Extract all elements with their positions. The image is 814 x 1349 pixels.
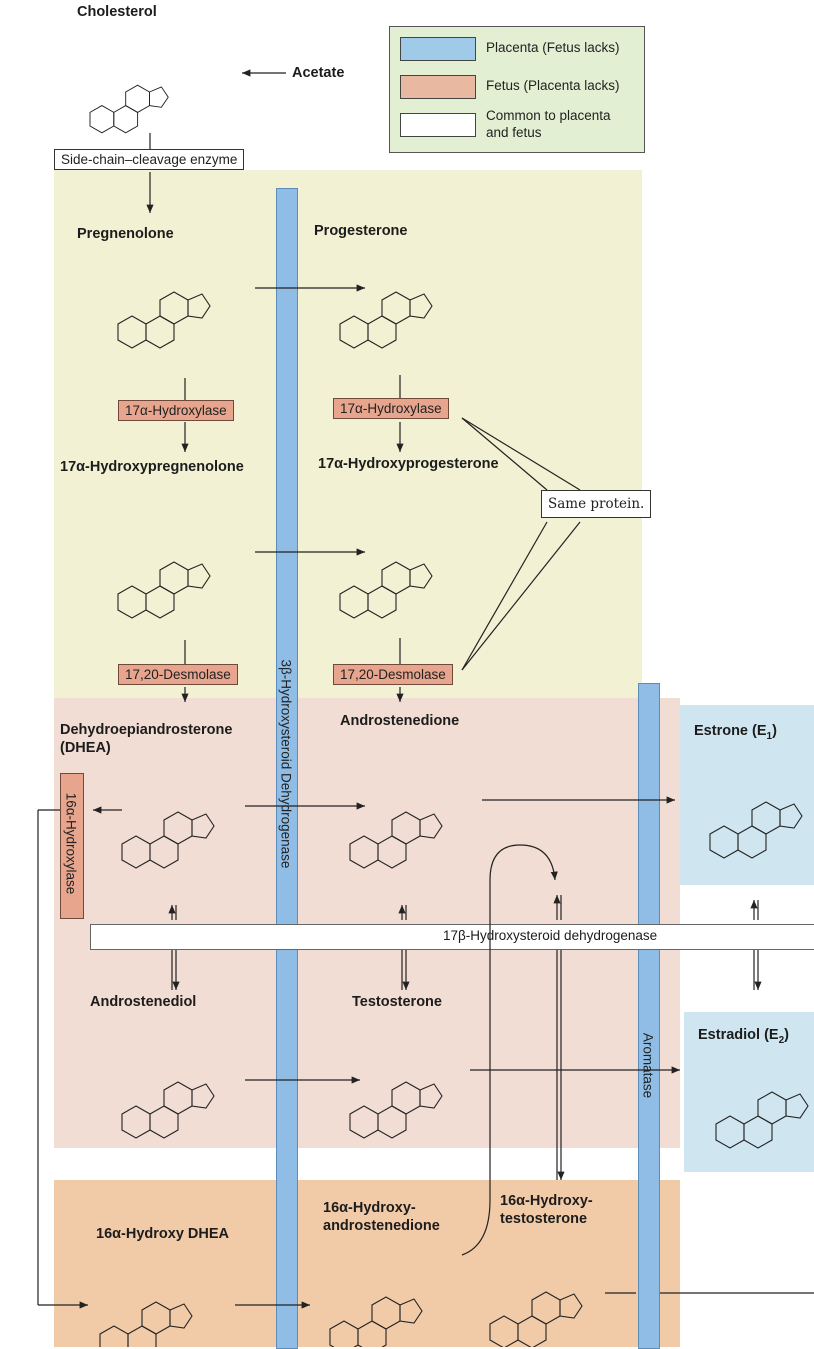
androstenediol-label: Androstenediol (90, 994, 197, 1010)
hydroxypregnenolone-label: 17α-Hydroxypregnenolone (60, 459, 244, 475)
common-zone (54, 170, 642, 698)
legend-label-fetus: Fetus (Placenta lacks) (486, 78, 620, 93)
cholesterol-label: Cholesterol (77, 4, 157, 20)
fetus-zone-lower (54, 1180, 680, 1347)
hsd17b-label: 17β-Hydroxysteroid dehydrogenase (443, 928, 658, 943)
placenta-zone-estradiol (684, 1012, 814, 1172)
hydroxy-dhea-label: 16α-Hydroxy DHEA (96, 1226, 230, 1242)
hydroxylase-16a-label: 16α-Hydroxylase (63, 792, 79, 895)
legend: Placenta (Fetus lacks) Fetus (Placenta l… (389, 26, 645, 153)
desmolase-box-left: 17,20-Desmolase (118, 664, 238, 685)
dhea-label-2: (DHEA) (60, 740, 111, 756)
legend-label-placenta: Placenta (Fetus lacks) (486, 40, 620, 55)
legend-swatch-common (400, 113, 476, 137)
hydroxy-androstenedione-label-2: androstenedione (323, 1218, 440, 1234)
desmolase-box-right: 17,20-Desmolase (333, 664, 453, 685)
legend-swatch-fetus (400, 75, 476, 99)
testosterone-label: Testosterone (352, 994, 442, 1010)
legend-label-common-2: and fetus (486, 125, 542, 140)
hsd17b-bar (90, 924, 814, 950)
hydroxylase-16a-box (60, 773, 84, 919)
estrone-label: Estrone (E1) (694, 723, 777, 742)
legend-swatch-placenta (400, 37, 476, 61)
legend-label-common-1: Common to placenta (486, 108, 611, 123)
dhea-label-1: Dehydroepiandrosterone (60, 722, 233, 738)
hydroxy-androstenedione-label-1: 16α-Hydroxy- (323, 1200, 416, 1216)
same-protein-note: Same protein. (541, 490, 652, 518)
progesterone-label: Progesterone (314, 223, 408, 239)
estradiol-label: Estradiol (E2) (698, 1027, 789, 1046)
hydroxylase-box-left: 17α-Hydroxylase (118, 400, 234, 421)
hydroxy-testosterone-label-1: 16α-Hydroxy- (500, 1193, 593, 1209)
side-chain-cleavage-enzyme: Side-chain–cleavage enzyme (54, 149, 245, 170)
fetus-zone-upper (54, 698, 680, 1148)
hydroxyprogesterone-label: 17α-Hydroxyprogesterone (318, 456, 499, 472)
pregnenolone-label: Pregnenolone (77, 226, 174, 242)
hydroxylase-box-right: 17α-Hydroxylase (333, 398, 449, 419)
acetate-label: Acetate (292, 65, 345, 81)
hydroxy-testosterone-label-2: testosterone (500, 1211, 588, 1227)
androstenedione-label: Androstenedione (340, 713, 460, 729)
